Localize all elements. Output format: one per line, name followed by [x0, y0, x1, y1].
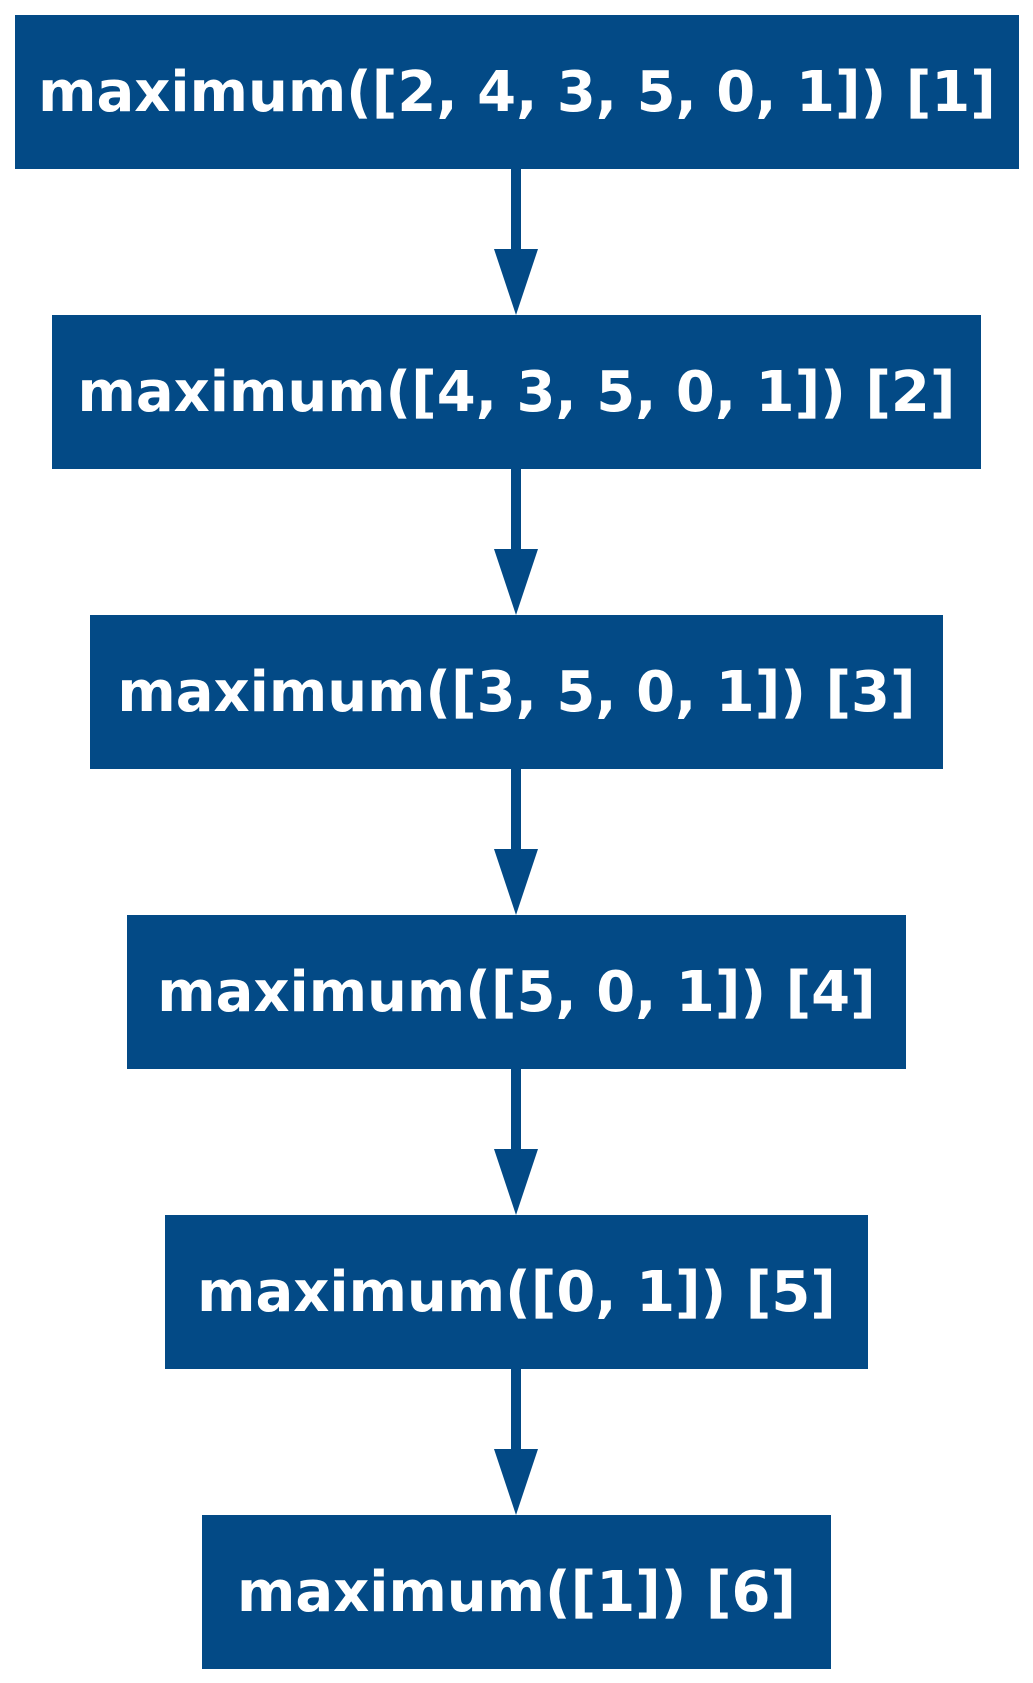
edge-n4-n5 [494, 1069, 538, 1215]
node-call-6: maximum([1]) [6] [202, 1515, 831, 1669]
node-call-3: maximum([3, 5, 0, 1]) [3] [90, 615, 943, 769]
node-label: maximum([4, 3, 5, 0, 1]) [2] [77, 359, 956, 425]
node-label: maximum([0, 1]) [5] [197, 1259, 836, 1325]
node-label: maximum([1]) [6] [236, 1559, 796, 1625]
edge-n5-n6 [494, 1369, 538, 1515]
node-call-2: maximum([4, 3, 5, 0, 1]) [2] [52, 315, 981, 469]
node-call-1: maximum([2, 4, 3, 5, 0, 1]) [1] [15, 15, 1019, 169]
node-label: maximum([3, 5, 0, 1]) [3] [117, 659, 916, 725]
edge-n2-n3 [494, 469, 538, 615]
edge-n1-n2 [494, 169, 538, 315]
edge-n3-n4 [494, 769, 538, 915]
node-label: maximum([5, 0, 1]) [4] [157, 959, 876, 1025]
node-call-5: maximum([0, 1]) [5] [165, 1215, 868, 1369]
node-label: maximum([2, 4, 3, 5, 0, 1]) [1] [38, 59, 996, 125]
node-call-4: maximum([5, 0, 1]) [4] [127, 915, 906, 1069]
